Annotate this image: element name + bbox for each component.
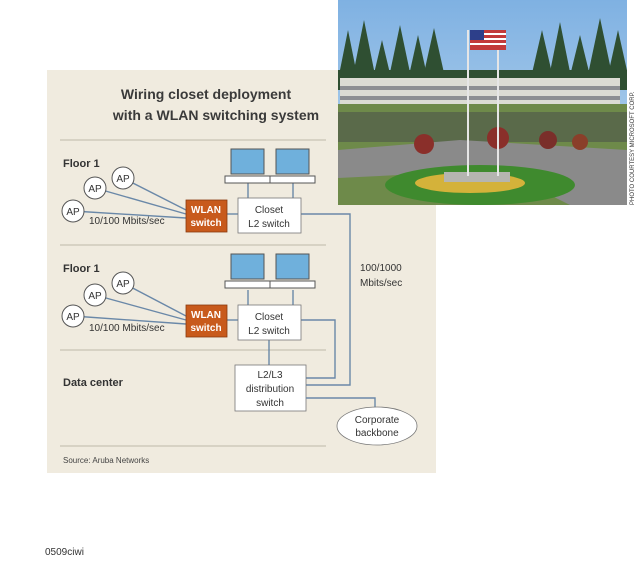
ap-label: AP: [88, 184, 102, 195]
uplink-speed-line1: 100/1000: [360, 263, 402, 274]
floor1-access-speed: 10/100 Mbits/sec: [89, 216, 165, 227]
figure-id: 0509ciwi: [45, 547, 84, 558]
floor1-links: [72, 177, 351, 386]
floor2-closet-switch: Closet L2 switch: [237, 304, 302, 341]
floor1-label: Floor 1: [63, 158, 100, 170]
distribution-switch: L2/L3 distribution switch: [234, 364, 307, 412]
uplink-speed-line2: Mbits/sec: [360, 278, 402, 289]
computer-icon: [269, 148, 316, 184]
floor2-access-speed: 10/100 Mbits/sec: [89, 323, 165, 334]
computer-icon: [269, 253, 316, 289]
access-point: AP: [61, 304, 85, 328]
closet-switch-label: L2 switch: [248, 219, 290, 230]
floor1-wlan-switch: WLAN switch: [185, 199, 228, 233]
source-note: Source: Aruba Networks: [63, 456, 149, 465]
floor1-access-points: AP AP AP: [61, 166, 135, 223]
wlan-switch-label: switch: [190, 218, 221, 229]
backbone-link: [306, 397, 376, 408]
closet-switch-label: L2 switch: [248, 326, 290, 337]
floor2-access-points: AP AP AP: [61, 271, 135, 328]
diagram-title-line1: Wiring closet deployment: [121, 86, 292, 102]
access-point: AP: [83, 283, 107, 307]
ap-label: AP: [66, 207, 80, 218]
photo-credit: PHOTO COURTESY MICROSOFT CORP.: [630, 91, 636, 205]
access-point: AP: [83, 176, 107, 200]
wlan-switch-label: WLAN: [191, 205, 221, 216]
campus-photo: PHOTO COURTESY MICROSOFT CORP.: [338, 0, 636, 205]
distribution-switch-label: distribution: [246, 384, 294, 395]
access-point: AP: [111, 166, 135, 190]
computer-icon: [224, 148, 271, 184]
wlan-switch-label: WLAN: [191, 310, 221, 321]
backbone-label: Corporate: [355, 415, 400, 426]
datacenter-label: Data center: [63, 377, 124, 389]
distribution-switch-label: L2/L3: [257, 370, 282, 381]
ap-label: AP: [116, 174, 130, 185]
floor2-label: Floor 1: [63, 263, 100, 275]
computer-icon: [224, 253, 271, 289]
us-flag: [470, 30, 506, 50]
distribution-switch-label: switch: [256, 398, 284, 409]
ap-label: AP: [116, 279, 130, 290]
diagram-title-line2: with a WLAN switching system: [112, 107, 319, 123]
floor1-closet-switch: Closet L2 switch: [237, 197, 302, 234]
corporate-backbone: Corporate backbone: [336, 406, 418, 446]
access-point: AP: [61, 199, 85, 223]
floor2-wlan-switch: WLAN switch: [185, 304, 228, 338]
wlan-switch-label: switch: [190, 323, 221, 334]
sign: [444, 172, 510, 182]
closet-switch-label: Closet: [255, 312, 284, 323]
floor2-links: [72, 282, 336, 379]
ap-label: AP: [66, 312, 80, 323]
access-point: AP: [111, 271, 135, 295]
closet-switch-label: Closet: [255, 205, 284, 216]
building: [340, 78, 620, 104]
ap-label: AP: [88, 291, 102, 302]
backbone-label: backbone: [355, 428, 399, 439]
